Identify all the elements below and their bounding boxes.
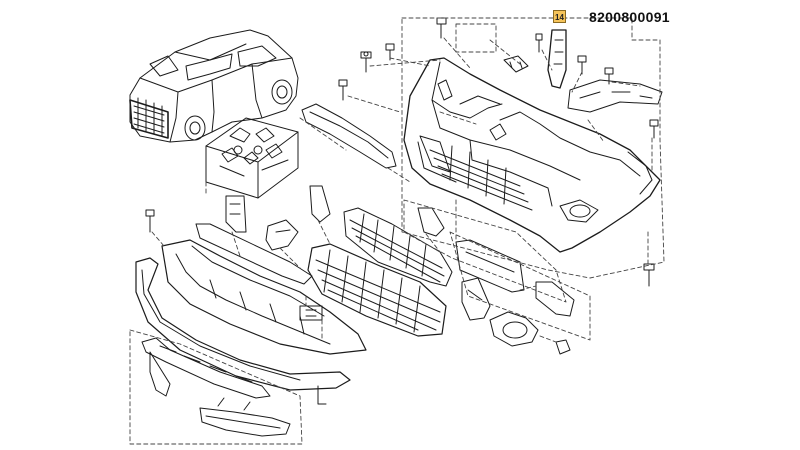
clip-icon <box>225 185 571 405</box>
car-thumbnail-icon <box>129 29 299 143</box>
part-callout-badge[interactable]: 14 <box>553 10 566 23</box>
fog-lamp-trim <box>455 239 575 347</box>
lower-grille-mesh <box>343 207 453 287</box>
side-guide-bracket <box>503 55 663 113</box>
screw-icon <box>145 17 659 287</box>
part-number-label: 8200800091 <box>589 9 670 25</box>
lower-trim-strips <box>141 337 291 437</box>
dashed-group-outlines <box>129 17 665 445</box>
center-grille <box>307 243 447 337</box>
lower-spoiler <box>135 223 367 391</box>
front-bumper-cover <box>403 57 661 253</box>
fastener-kit-box <box>205 117 299 199</box>
bumper-bracket-part <box>547 29 567 89</box>
upper-grille-strip <box>301 103 397 169</box>
